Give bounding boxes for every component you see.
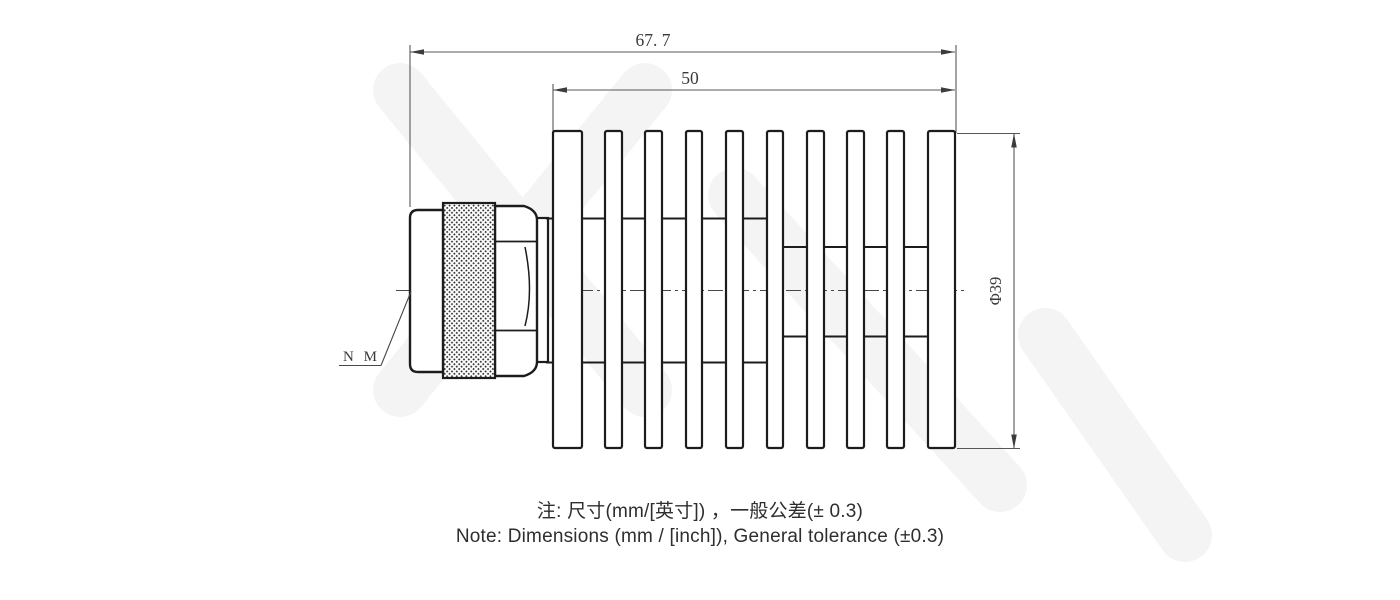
heatsink-fin [724, 129, 745, 450]
tolerance-notes: 注: 尺寸(mm/[英寸]) ，一般公差(± 0.3) Note: Dimens… [0, 499, 1400, 549]
heatsink-fin [926, 129, 957, 450]
arrowhead-right [941, 87, 955, 93]
heatsink [551, 129, 957, 450]
leader-line [380, 291, 412, 366]
note-line-en: Note: Dimensions (mm / [inch]), General … [455, 526, 945, 547]
dimension-value-overall: 67. 7 [636, 30, 671, 50]
dimension-heatsink-length: 50 [552, 68, 955, 132]
heatsink-core-small [782, 246, 929, 338]
arrowhead-right [941, 49, 955, 55]
heatsink-fin [885, 129, 906, 450]
hex-chamfer-arc [524, 246, 531, 327]
arrowhead-top [1011, 133, 1017, 148]
heatsink-fin [643, 129, 664, 450]
heatsink-fin [603, 129, 624, 450]
connector-knurl [441, 201, 497, 380]
heatsink-core-large [581, 217, 768, 364]
connector-body [408, 201, 555, 380]
arrowhead-left [410, 49, 424, 55]
dimension-overall-length: 67. 7 [409, 30, 957, 207]
dimension-diameter: Φ39 [957, 132, 1020, 450]
connector-label: N M [343, 349, 380, 365]
heatsink-fin [551, 129, 584, 450]
watermark-stroke [1018, 308, 1212, 562]
heatsink-fin [684, 129, 704, 450]
connector-callout: N M [339, 291, 412, 367]
arrowhead-bottom [1011, 434, 1017, 449]
heatsink-fin [845, 129, 866, 450]
heatsink-fins [551, 129, 957, 450]
heatsink-fin [765, 129, 785, 450]
dimension-value-diameter: Φ39 [986, 277, 1005, 306]
note-line-zh: 注: 尺寸(mm/[英寸]) ，一般公差(± 0.3) [536, 501, 864, 522]
dimension-value-heatsink: 50 [681, 68, 699, 88]
arrowhead-left [553, 87, 567, 93]
connector-hex-nut [493, 204, 539, 378]
heatsink-fin [805, 129, 826, 450]
connector-front-face [408, 208, 445, 374]
